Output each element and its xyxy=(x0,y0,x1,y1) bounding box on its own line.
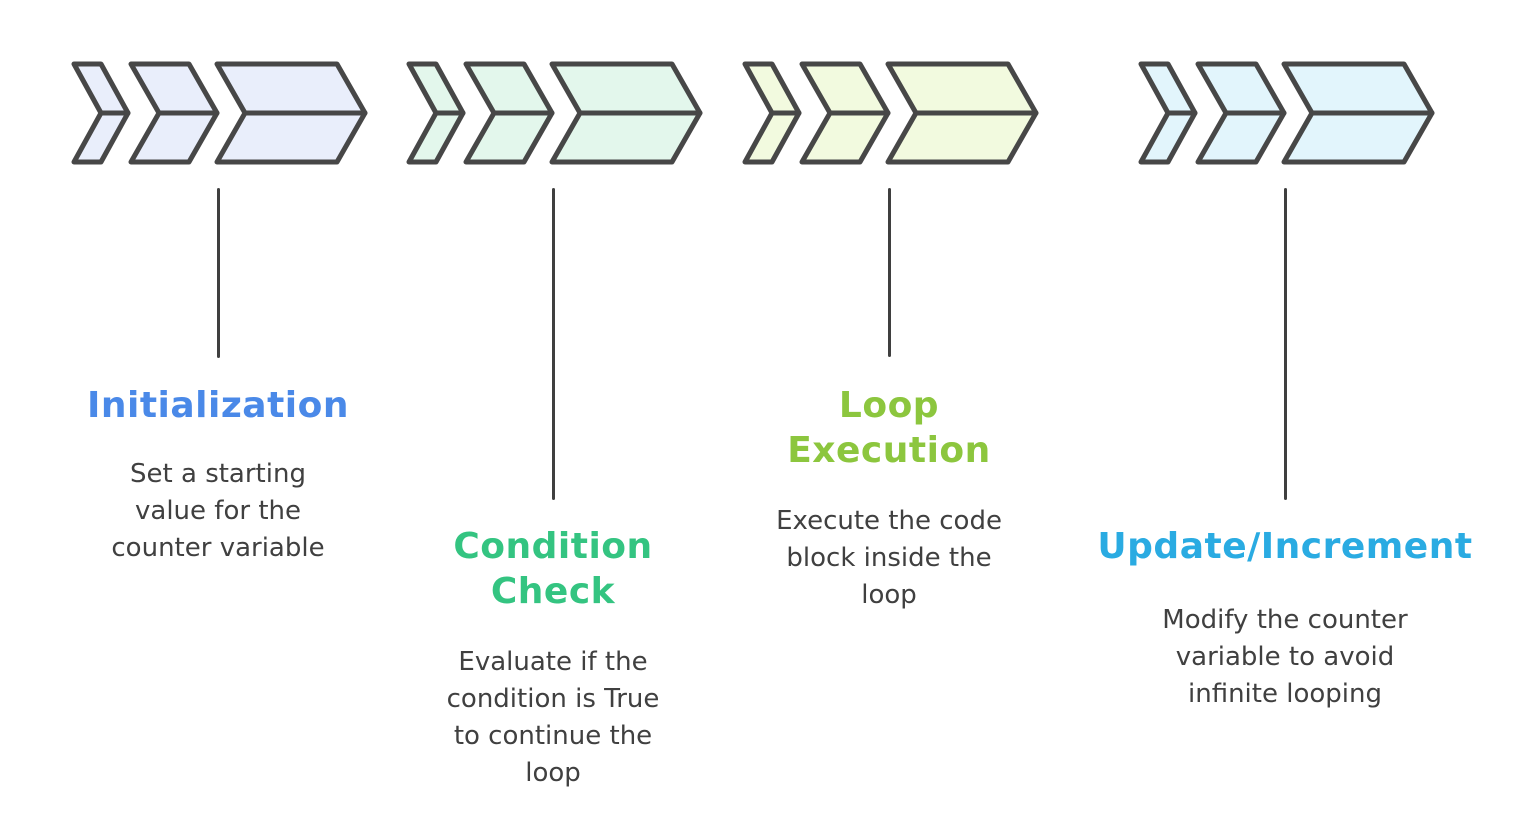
step-condition-check: Condition Check Evaluate if the conditio… xyxy=(333,0,773,828)
step-description-line: loop xyxy=(525,758,581,788)
step-description-line: loop xyxy=(861,580,917,610)
step-initialization: Initialization Set a starting value for … xyxy=(0,0,438,828)
triple-chevron-right-icon xyxy=(1138,61,1435,165)
step-description: Set a starting value for the counter var… xyxy=(0,456,438,567)
connector-line xyxy=(1283,188,1287,500)
step-description-line: value for the xyxy=(135,496,301,526)
step-description-line: Execute the code xyxy=(776,506,1002,536)
step-description-line: counter variable xyxy=(111,533,325,563)
step-title-line: Execution xyxy=(787,430,991,471)
step-title-line: Condition xyxy=(453,526,653,567)
step-description-line: variable to avoid xyxy=(1175,642,1395,672)
chevron-group xyxy=(406,61,703,165)
triple-chevron-right-icon xyxy=(406,61,703,165)
step-description: Execute the code block inside the loop xyxy=(669,503,1109,614)
step-description-line: to continue the xyxy=(453,721,653,751)
triple-chevron-right-icon xyxy=(71,61,368,165)
step-title: Update/Increment xyxy=(1065,524,1505,569)
step-title: Condition Check xyxy=(333,524,773,614)
step-title-line: Initialization xyxy=(86,385,350,426)
step-title: Initialization xyxy=(0,383,438,428)
connector-line xyxy=(887,188,891,357)
chevron-group xyxy=(71,61,368,165)
step-description-line: Evaluate if the xyxy=(458,647,648,677)
step-title-line: Loop xyxy=(838,385,940,426)
chevron-group xyxy=(1138,61,1435,165)
step-description: Evaluate if the condition is True to con… xyxy=(333,644,773,792)
step-update-increment: Update/Increment Modify the counter vari… xyxy=(1065,0,1505,828)
step-description-line: Modify the counter xyxy=(1162,605,1408,635)
step-description-line: condition is True xyxy=(446,684,660,714)
triple-chevron-right-icon xyxy=(742,61,1039,165)
step-loop-execution: Loop Execution Execute the code block in… xyxy=(669,0,1109,828)
step-description: Modify the counter variable to avoid inf… xyxy=(1065,602,1505,713)
step-description-line: block inside the xyxy=(786,543,992,573)
connector-line xyxy=(216,188,220,358)
step-description-line: infinite looping xyxy=(1188,679,1382,709)
connector-line xyxy=(551,188,555,500)
chevron-group xyxy=(742,61,1039,165)
step-title-line: Update/Increment xyxy=(1097,526,1473,567)
step-title-line: Check xyxy=(490,571,616,612)
step-description-line: Set a starting xyxy=(130,459,306,489)
step-title: Loop Execution xyxy=(669,383,1109,473)
